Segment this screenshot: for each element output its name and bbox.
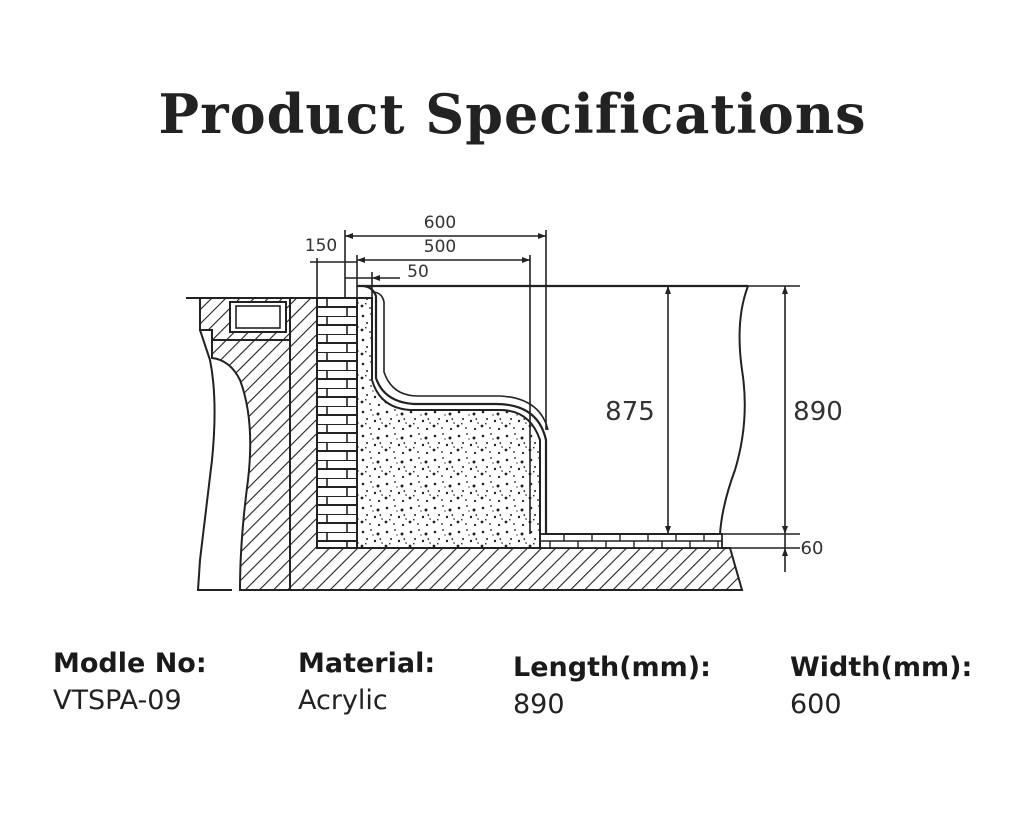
brick-wall (316, 297, 358, 549)
break-line (719, 285, 749, 535)
floor-brick-layer (529, 533, 723, 549)
gravel-fill (356, 297, 541, 549)
spec-width-label: Width(mm): (790, 652, 973, 683)
spec-length-value: 890 (513, 689, 565, 720)
spec-material: Material: Acrylic (298, 648, 435, 716)
dim-890: 890 (793, 397, 843, 427)
dim-150: 150 (305, 236, 337, 256)
left-concrete-wall (186, 297, 291, 591)
spec-model-label: Modle No: (53, 648, 207, 679)
page-title: Product Specifications (158, 82, 867, 146)
spec-material-value: Acrylic (298, 685, 388, 716)
spec-model-value: VTSPA-09 (53, 685, 182, 716)
dim-60: 60 (801, 538, 824, 559)
spec-model: Modle No: VTSPA-09 (53, 648, 207, 716)
spec-material-label: Material: (298, 648, 436, 679)
dim-500: 500 (424, 237, 456, 257)
dim-875: 875 (605, 397, 655, 427)
spec-width-value: 600 (790, 689, 842, 720)
dim-600: 600 (424, 213, 456, 233)
spec-length-label: Length(mm): (513, 652, 711, 683)
dim-50: 50 (407, 262, 429, 282)
dimension-lines (310, 230, 800, 572)
dimension-arrows (345, 233, 788, 556)
spec-width: Width(mm): 600 (790, 652, 972, 720)
left-soil-section (186, 297, 232, 591)
spec-length: Length(mm): 890 (513, 652, 711, 720)
